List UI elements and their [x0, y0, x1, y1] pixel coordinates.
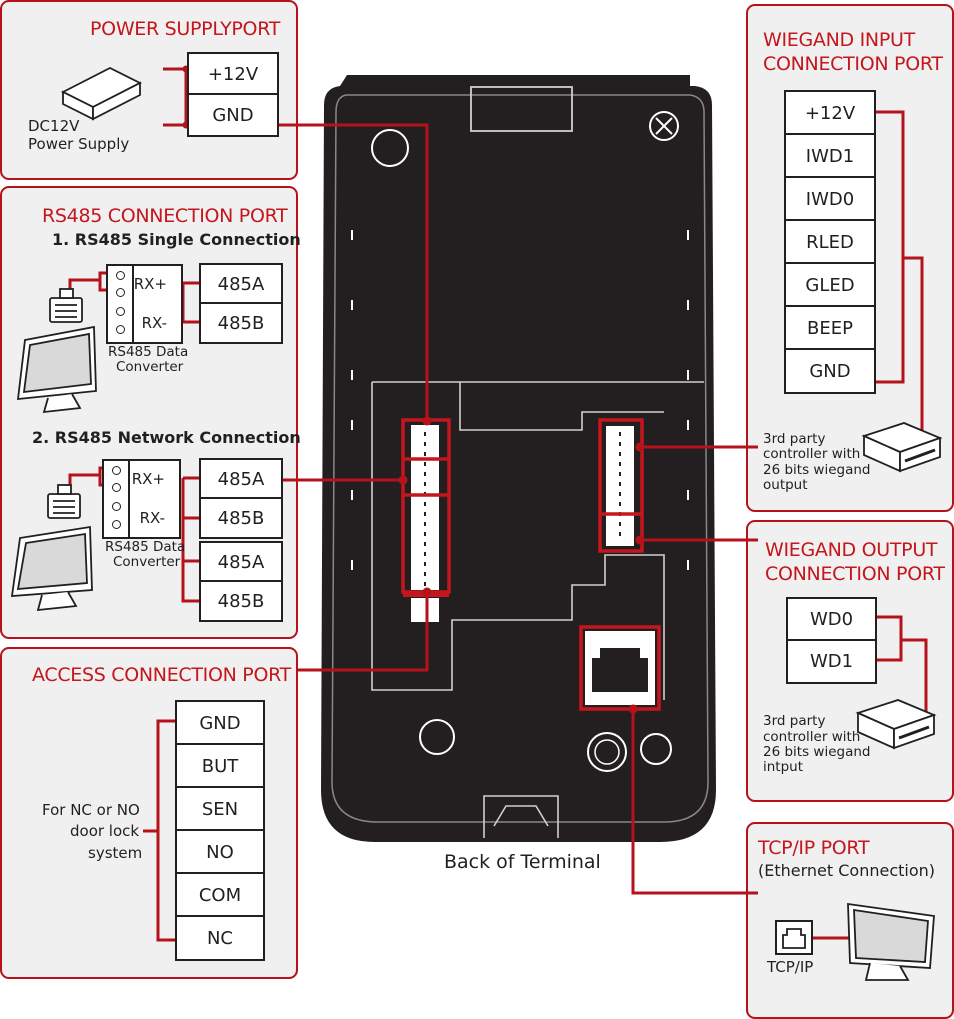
- rs485-converter-single: RX+ RX-: [106, 264, 183, 344]
- wiegand-input-title-1: WIEGAND INPUT: [763, 29, 915, 51]
- wiegand-out-controller-3: 26 bits wiegand: [763, 744, 871, 760]
- wiegand-in-pin-iwd1: IWD1: [784, 133, 876, 179]
- power-supply-title: POWER SUPPLYPORT: [90, 18, 281, 40]
- wiegand-in-pin-gled: GLED: [784, 262, 876, 308]
- wiegand-in-controller-3: 26 bits wiegand: [763, 462, 871, 478]
- wiegand-in-pin-iwd0: IWD0: [784, 176, 876, 222]
- rs485-network-title: 2. RS485 Network Connection: [32, 428, 301, 447]
- tcpip-subtitle: (Ethernet Connection): [758, 861, 936, 880]
- wiegand-input-title-2: CONNECTION PORT: [763, 53, 943, 75]
- tcpip-title: TCP/IP PORT: [758, 837, 870, 859]
- rs485-converter-network: RX+ RX-: [102, 459, 181, 539]
- wiegand-out-controller-2: controller with: [763, 729, 861, 745]
- access-note-3: system: [88, 844, 143, 862]
- tcpip-jack-label: TCP/IP: [767, 958, 814, 976]
- terminal-caption: Back of Terminal: [444, 851, 601, 873]
- wiegand-out-pin-wd1: WD1: [786, 639, 877, 684]
- rs485-single-title: 1. RS485 Single Connection: [52, 230, 301, 249]
- converter-label-1: RS485 Data: [105, 539, 186, 555]
- wiegand-in-controller-1: 3rd party: [763, 431, 826, 447]
- computer-monitor-icon: [16, 288, 97, 414]
- wiegand-in-pin-12v: +12V: [784, 90, 876, 136]
- wiegand-output-title-2: CONNECTION PORT: [765, 563, 945, 585]
- rs485-network-pin-a1: 485A: [199, 458, 283, 500]
- rs485-network-pin-a2: 485A: [199, 541, 283, 583]
- access-note-1: For NC or NO: [42, 801, 140, 819]
- wiegand-controller-icon: [861, 422, 943, 473]
- access-note-2: door lock: [70, 822, 140, 840]
- access-pin-gnd: GND: [175, 700, 265, 746]
- access-title: ACCESS CONNECTION PORT: [32, 664, 291, 686]
- access-pin-com: COM: [175, 872, 265, 918]
- converter-label-2: Converter: [113, 554, 181, 570]
- wiegand-out-controller-1: 3rd party: [763, 713, 826, 729]
- computer-monitor-icon: [847, 902, 935, 981]
- rx-minus-label: RX-: [139, 509, 165, 527]
- wiegand-controller-icon: [855, 699, 937, 750]
- power-pin-12v: +12V: [187, 52, 279, 96]
- wiegand-output-title-1: WIEGAND OUTPUT: [765, 539, 938, 561]
- rx-plus-label: RX+: [131, 470, 165, 488]
- rs485-title: RS485 CONNECTION PORT: [42, 205, 288, 227]
- terminal-back: [321, 75, 716, 842]
- rx-plus-label: RX+: [133, 275, 167, 293]
- wiegand-in-pin-rled: RLED: [784, 219, 876, 265]
- rs485-network-pin-b1: 485B: [199, 497, 283, 539]
- power-supply-label-1: DC12V: [28, 117, 80, 135]
- converter-label-2: Converter: [116, 359, 184, 375]
- wiegand-in-pin-gnd: GND: [784, 348, 876, 394]
- computer-monitor-icon: [10, 484, 93, 612]
- wiegand-out-controller-4: intput: [763, 759, 804, 775]
- access-pin-no: NO: [175, 829, 265, 875]
- access-pin-nc: NC: [175, 915, 265, 961]
- converter-label-1: RS485 Data: [108, 344, 189, 360]
- rx-minus-label: RX-: [141, 314, 167, 332]
- wiegand-in-controller-4: output: [763, 477, 808, 493]
- wiegand-in-pin-beep: BEEP: [784, 305, 876, 351]
- ethernet-jack-icon: [775, 920, 813, 955]
- wiegand-in-controller-2: controller with: [763, 446, 861, 462]
- power-supply-icon: [61, 66, 142, 121]
- power-supply-label-2: Power Supply: [28, 135, 130, 153]
- power-pin-gnd: GND: [187, 93, 279, 137]
- wiegand-out-pin-wd0: WD0: [786, 597, 877, 642]
- rs485-network-pin-b2: 485B: [199, 580, 283, 622]
- rs485-single-pin-a: 485A: [199, 263, 283, 305]
- rs485-single-pin-b: 485B: [199, 302, 283, 344]
- access-pin-but: BUT: [175, 743, 265, 789]
- access-pin-sen: SEN: [175, 786, 265, 832]
